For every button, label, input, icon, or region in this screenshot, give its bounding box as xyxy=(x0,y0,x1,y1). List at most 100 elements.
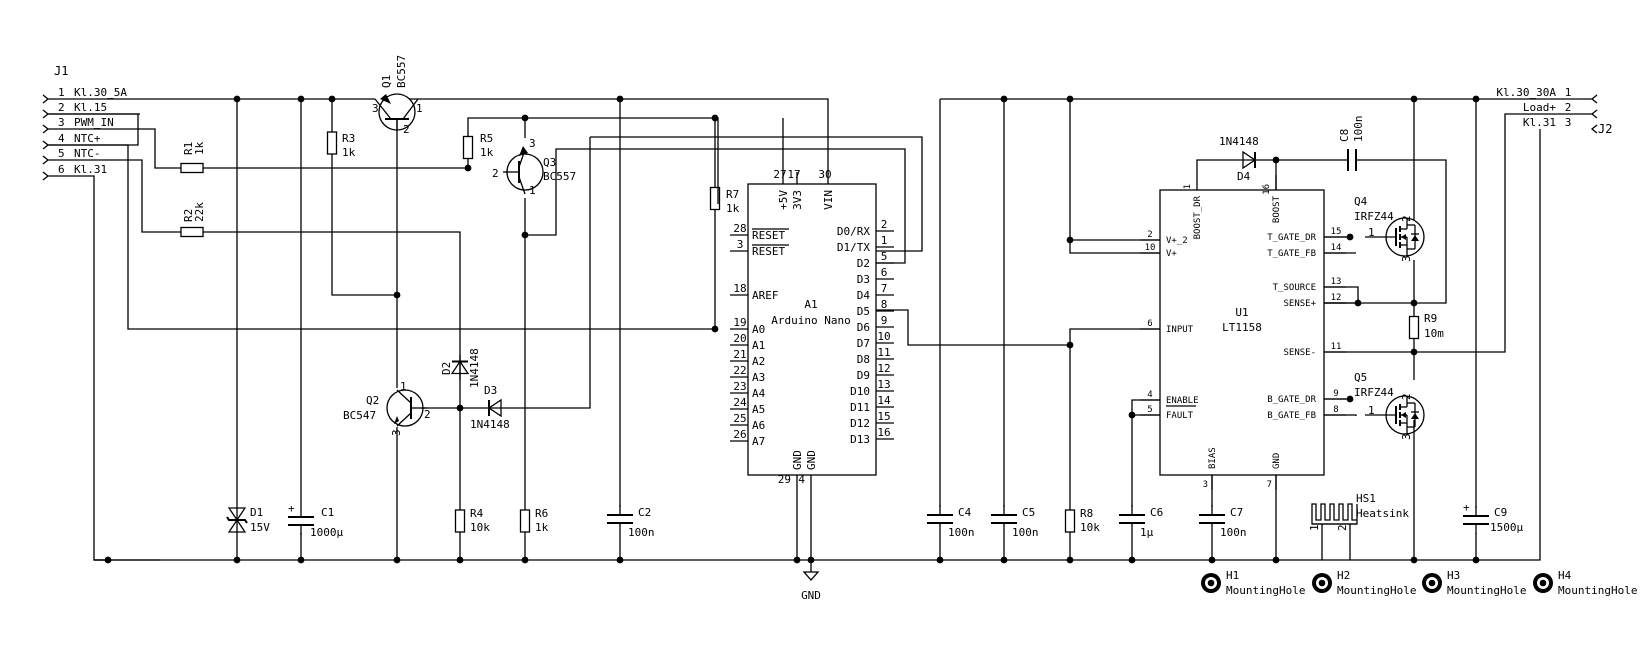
q5-ref: Q5 xyxy=(1354,371,1367,384)
j2-pin-name: Kl.30_30A xyxy=(1496,86,1556,99)
a1-pin-name: VIN xyxy=(822,190,835,210)
a1-pin-name: D13 xyxy=(850,433,870,446)
a1-pin-number: 2 xyxy=(881,218,888,231)
diode-d3 xyxy=(484,398,506,418)
r2-ref: R2 xyxy=(182,209,195,222)
a1-pin-name: A2 xyxy=(752,355,765,368)
a1-pin-name: A0 xyxy=(752,323,765,336)
h3-value: MountingHole xyxy=(1447,584,1526,597)
a1-pin-name: D9 xyxy=(857,369,870,382)
q1-value: BC557 xyxy=(395,55,408,88)
a1-pin-number: 14 xyxy=(877,394,891,407)
junction-dot xyxy=(807,556,815,564)
r3-value: 1k xyxy=(342,146,356,159)
junction-dot xyxy=(1066,556,1074,564)
j2-pin-number: 2 xyxy=(1565,101,1572,114)
a1-pin-name: A7 xyxy=(752,435,765,448)
mounting-hole-h3 xyxy=(1422,573,1442,593)
j2-pin-number: 1 xyxy=(1565,86,1572,99)
a1-pin-name: D7 xyxy=(857,337,870,350)
u1-pin-name: B_GATE_FB xyxy=(1267,411,1316,421)
u1-pin-number: 10 xyxy=(1145,243,1156,253)
lt1158-u1 xyxy=(1159,189,1325,476)
j1-pin-name: Kl.30_5A xyxy=(74,86,127,99)
r7-ref: R7 xyxy=(726,188,739,201)
u1-pin-name: SENSE- xyxy=(1283,348,1316,358)
a1-pin-number: 22 xyxy=(733,364,746,377)
c2-value: 100n xyxy=(628,526,655,539)
hs1-pin-number: 1 xyxy=(1308,524,1321,531)
a1-pin-number: 27 xyxy=(773,168,786,181)
c4-ref: C4 xyxy=(958,506,972,519)
junction-dot xyxy=(1208,556,1216,564)
hs1-ref: HS1 xyxy=(1356,492,1376,505)
a1-pin-number: 29 xyxy=(778,473,791,486)
q2-ref: Q2 xyxy=(366,394,379,407)
wire-23 xyxy=(590,136,923,252)
h1-value: MountingHole xyxy=(1226,584,1305,597)
wire-16 xyxy=(467,117,525,135)
a1-pin-number: 15 xyxy=(877,410,890,423)
capacitor-c6 xyxy=(1119,505,1145,533)
junction-dot xyxy=(616,95,624,103)
a1-pin-number: 26 xyxy=(733,428,746,441)
wire-4 xyxy=(48,128,180,169)
q3-value: BC557 xyxy=(543,170,576,183)
wire-8 xyxy=(204,231,461,355)
r9-value: 10m xyxy=(1424,327,1444,340)
u1-pin-name: BOOST xyxy=(1272,195,1282,223)
j1-pin-name: Kl.31 xyxy=(74,163,107,176)
resistor-r7 xyxy=(709,183,721,214)
h2-ref: H2 xyxy=(1337,569,1350,582)
a1-ref: A1 xyxy=(804,298,817,311)
transistor-q3 xyxy=(503,146,544,195)
q3-ref: Q3 xyxy=(543,156,556,169)
u1-pin-name: V+_2 xyxy=(1166,236,1188,246)
a1-pin-number: 25 xyxy=(733,412,746,425)
u1-pin-name: T_GATE_DR xyxy=(1267,233,1316,243)
h3-ref: H3 xyxy=(1447,569,1460,582)
r2-value: 22k xyxy=(193,202,206,222)
c9-value: 1500µ xyxy=(1490,521,1523,534)
resistor-r1 xyxy=(180,162,204,174)
d1-value: 15V xyxy=(250,521,270,534)
a1-pin-number: 24 xyxy=(733,396,747,409)
c8-value: 100n xyxy=(1352,116,1365,143)
capacitor-c2 xyxy=(607,505,633,533)
transistor-q2 xyxy=(386,389,427,427)
wire-29 xyxy=(876,309,1160,346)
junction-dot xyxy=(1410,348,1418,356)
junction-dot xyxy=(233,556,241,564)
a1-pin-name: GND xyxy=(805,450,818,470)
hs1-value: Heatsink xyxy=(1356,507,1409,520)
wires xyxy=(48,98,1592,572)
capacitor-c4 xyxy=(927,505,953,533)
a1-pin-number: 8 xyxy=(881,298,888,311)
polarity-plus: + xyxy=(1463,501,1470,514)
junction-dot xyxy=(1410,556,1418,564)
a1-pin-name: D5 xyxy=(857,305,870,318)
a1-pin-name: D6 xyxy=(857,321,870,334)
u1-ref: U1 xyxy=(1235,306,1248,319)
junction-dot xyxy=(1272,156,1280,164)
junction-dot xyxy=(297,95,305,103)
q1-pin-number: 1 xyxy=(416,102,423,115)
capacitor-c5 xyxy=(991,505,1017,533)
mosfet-q4 xyxy=(1365,217,1425,257)
junction-dots xyxy=(104,95,1480,564)
j1-pin-number: 6 xyxy=(58,163,65,176)
wire-42 xyxy=(1364,159,1447,304)
q5-value: IRFZ44 xyxy=(1354,386,1394,399)
connector-pin-end xyxy=(42,94,50,104)
r8-ref: R8 xyxy=(1080,507,1093,520)
a1-pin-name: A5 xyxy=(752,403,765,416)
mounting-hole-h4 xyxy=(1533,573,1553,593)
q4-ref: Q4 xyxy=(1354,195,1368,208)
connector-pin-end xyxy=(42,140,50,150)
wire-40 xyxy=(1196,159,1237,175)
junction-dot xyxy=(711,114,719,122)
r3-ref: R3 xyxy=(342,132,355,145)
junction-dot xyxy=(521,114,529,122)
junction-dot xyxy=(464,164,472,172)
